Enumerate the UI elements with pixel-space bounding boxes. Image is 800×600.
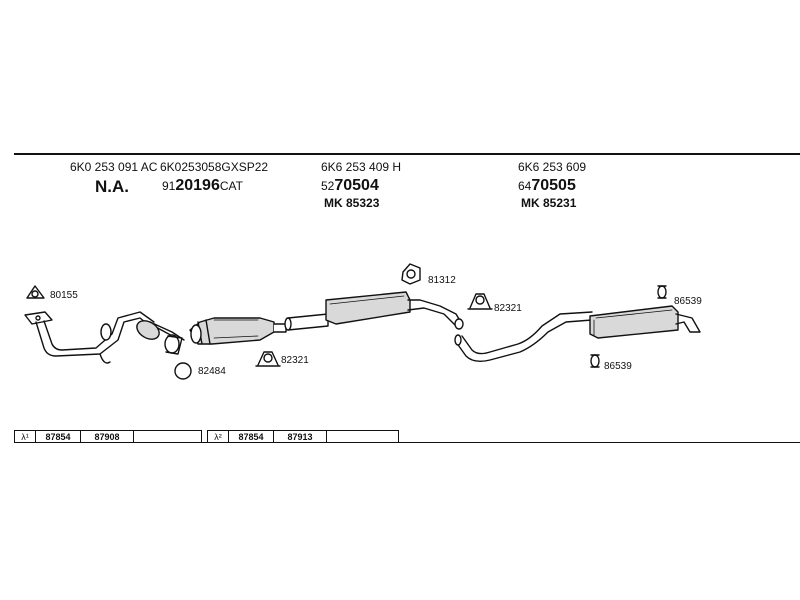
rubber-mount-86539-bottom-icon (590, 354, 600, 368)
header-col2-prefix: 91 (162, 179, 176, 193)
callout-86539-bottom: 86539 (604, 361, 632, 372)
header-col4-prefix: 64 (518, 179, 532, 193)
header-col4-mk: MK 85231 (521, 196, 577, 210)
header-col3-prefix: 52 (321, 179, 335, 193)
header-col1-part-codes: 6K0 253 091 AC (70, 160, 158, 174)
middle-silencer-part (284, 291, 464, 331)
clamp-82321-right-icon (467, 293, 493, 310)
lambda-table-1: λ¹ 87854 87908 (14, 430, 202, 443)
lambda-table-2-cell-1: 87854 (229, 431, 274, 443)
hanger-81312-icon (401, 263, 421, 285)
callout-86539-top: 86539 (674, 296, 702, 307)
header-col2-article-number: 9120196CAT (162, 177, 243, 195)
header-col3-article-number: 5270504 (321, 177, 379, 195)
bottom-divider-line (14, 442, 800, 443)
header-col4-part-codes: 6K6 253 609 (518, 160, 587, 174)
callout-82321-right: 82321 (494, 303, 522, 314)
front-pipe-part (24, 311, 185, 364)
header-col3-number: 70504 (334, 177, 379, 194)
lambda-table-2: λ² 87854 87913 (207, 430, 399, 443)
ring-82484-icon (174, 362, 192, 380)
lambda-table-1-symbol: λ¹ (15, 431, 36, 443)
header-col3-part-codes: 6K6 253 409 H (321, 160, 402, 174)
header-col4-article-number: 6470505 (518, 177, 576, 195)
header-col2-number: 20196 (175, 177, 220, 194)
lambda-table-1-cell-2: 87908 (81, 431, 134, 443)
header-col4-number: 70505 (531, 177, 576, 194)
gasket-80155-icon (26, 285, 45, 299)
callout-82321-left: 82321 (281, 355, 309, 366)
header-col2-suffix: CAT (219, 179, 243, 193)
rubber-mount-86539-top-icon (657, 285, 667, 299)
rear-silencer-part (454, 305, 701, 363)
clamp-82321-left-icon (255, 351, 281, 367)
callout-81312: 81312 (428, 275, 456, 286)
header-col3-mk: MK 85323 (324, 196, 380, 210)
catalytic-converter-part (189, 317, 287, 345)
lambda-table-2-symbol: λ² (208, 431, 229, 443)
top-divider-line (14, 153, 800, 155)
header-col2-part-codes: 6K0253058GXSP22 (160, 160, 269, 174)
callout-80155: 80155 (50, 290, 78, 301)
header-col1-na-label: N.A. (95, 177, 129, 196)
callout-82484: 82484 (198, 366, 226, 377)
lambda-table-2-cell-2: 87913 (274, 431, 327, 443)
lambda-table-1-cell-1: 87854 (36, 431, 81, 443)
